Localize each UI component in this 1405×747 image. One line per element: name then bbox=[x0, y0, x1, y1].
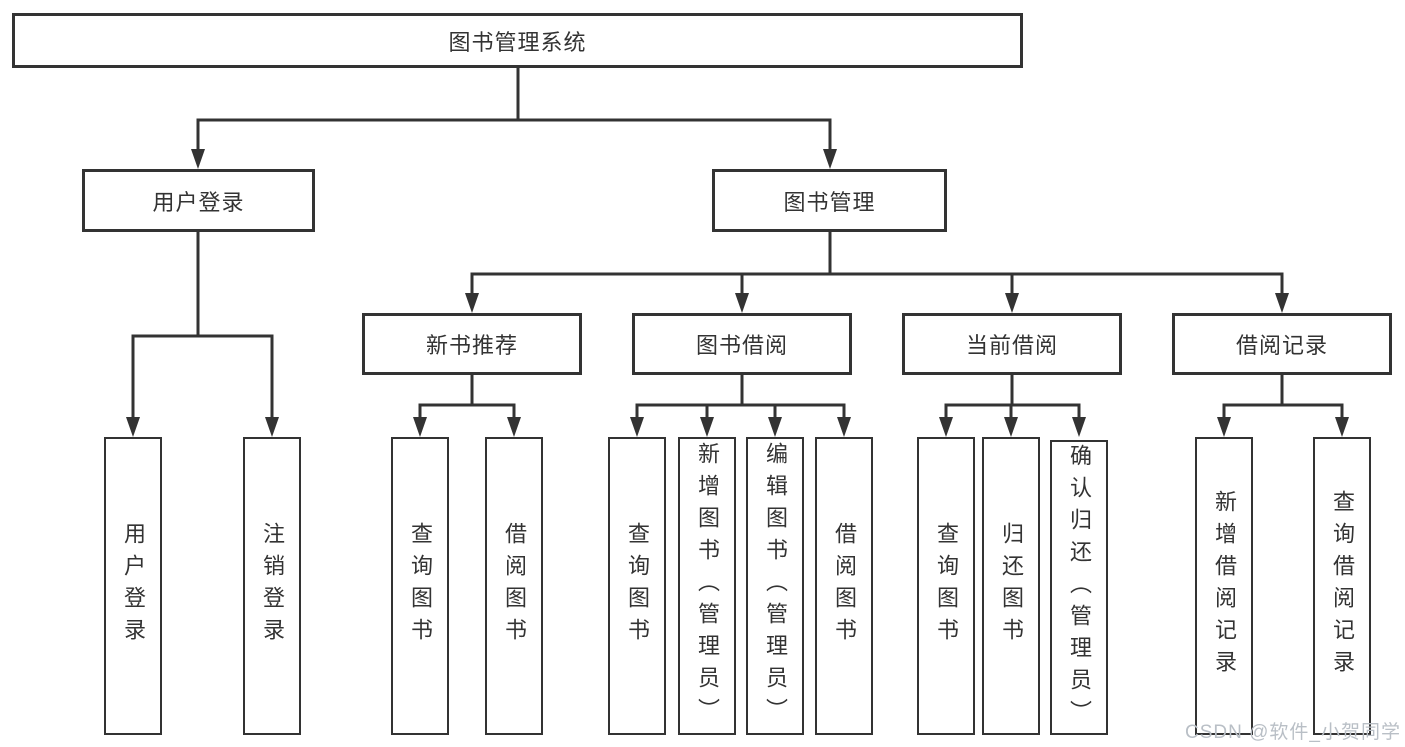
arrowhead-nbr-query bbox=[413, 417, 427, 437]
leaf-borrow-books: 借阅图书 bbox=[815, 437, 873, 735]
arrowhead-br-add bbox=[1217, 417, 1231, 437]
node-book-management: 图书管理 bbox=[712, 169, 947, 232]
leaf-return-book: 归还图书 bbox=[982, 437, 1040, 735]
arrowhead-bb-query bbox=[630, 417, 644, 437]
leaf-query-books-current: 查询图书 bbox=[917, 437, 975, 735]
arrowhead-bb-add bbox=[700, 417, 714, 437]
connector-br-children bbox=[1222, 403, 1344, 420]
arrowhead-book-management bbox=[823, 149, 837, 169]
arrowhead-borrow-records bbox=[1275, 293, 1289, 313]
arrowhead-cb-confirm bbox=[1072, 417, 1086, 437]
node-new-book-recommend: 新书推荐 bbox=[362, 313, 582, 375]
leaf-user-login: 用户登录 bbox=[104, 437, 162, 735]
arrowhead-current-borrow bbox=[1005, 293, 1019, 313]
arrowhead-br-query bbox=[1335, 417, 1349, 437]
arrowhead-book-borrow bbox=[735, 293, 749, 313]
connector-level2 bbox=[470, 272, 1284, 295]
connector-bb-children bbox=[635, 403, 846, 420]
arrowhead-nbr-borrow bbox=[507, 417, 521, 437]
arrowhead-leaf-user-login bbox=[126, 417, 140, 437]
arrowhead-leaf-logout bbox=[265, 417, 279, 437]
node-user-login: 用户登录 bbox=[82, 169, 315, 232]
arrowhead-cb-query bbox=[939, 417, 953, 437]
leaf-confirm-return-admin: 确认归还（管理员） bbox=[1050, 440, 1108, 735]
connector-nbr-children bbox=[418, 403, 516, 420]
arrowhead-cb-return bbox=[1004, 417, 1018, 437]
node-borrow-records: 借阅记录 bbox=[1172, 313, 1392, 375]
leaf-query-books-borrow: 查询图书 bbox=[608, 437, 666, 735]
leaf-borrow-books-recommend: 借阅图书 bbox=[485, 437, 543, 735]
connector-level1 bbox=[196, 118, 832, 151]
node-book-borrow: 图书借阅 bbox=[632, 313, 852, 375]
leaf-edit-book-admin: 编辑图书（管理员） bbox=[746, 437, 804, 735]
leaf-query-borrow-record: 查询借阅记录 bbox=[1313, 437, 1371, 735]
csdn-watermark: CSDN @软件_小贺同学 bbox=[1185, 722, 1401, 743]
connector-user-children bbox=[131, 334, 274, 420]
arrowhead-new-book-recommend bbox=[465, 293, 479, 313]
arrowhead-user-login bbox=[191, 149, 205, 169]
arrowhead-bb-borrow bbox=[837, 417, 851, 437]
leaf-add-borrow-record: 新增借阅记录 bbox=[1195, 437, 1253, 735]
leaf-add-book-admin: 新增图书（管理员） bbox=[678, 437, 736, 735]
node-root: 图书管理系统 bbox=[12, 13, 1023, 68]
node-current-borrow: 当前借阅 bbox=[902, 313, 1122, 375]
leaf-query-books-recommend: 查询图书 bbox=[391, 437, 449, 735]
leaf-logout: 注销登录 bbox=[243, 437, 301, 735]
arrowhead-bb-edit bbox=[768, 417, 782, 437]
